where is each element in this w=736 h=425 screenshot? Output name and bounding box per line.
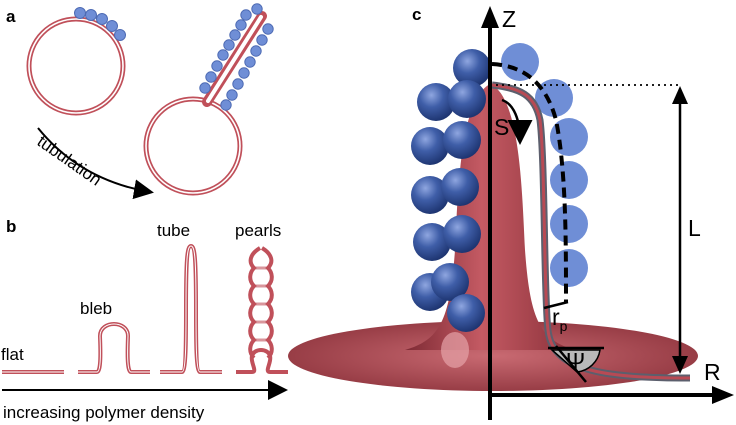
z-label: Z xyxy=(502,6,516,32)
membrane-tube xyxy=(202,11,267,107)
polymer-backbone-dashed xyxy=(491,62,568,303)
panel-b: b flat bleb tube pearls increasing polym… xyxy=(1,217,288,422)
polymer-beads-tube xyxy=(199,3,274,111)
shape-pearls xyxy=(236,246,288,374)
panel-c: c xyxy=(288,5,734,420)
polymer-beads-2d xyxy=(501,43,588,287)
psi-angle-marker xyxy=(548,345,604,383)
rp-main: r xyxy=(552,304,560,330)
psi-label: Ψ xyxy=(566,348,585,374)
shape-bleb xyxy=(78,322,150,374)
tubulation-arrow xyxy=(37,127,154,200)
label-bleb: bleb xyxy=(80,299,112,318)
rp-label: rp xyxy=(552,304,568,334)
rp-marker xyxy=(543,300,569,310)
polymer-beads-left xyxy=(74,7,126,41)
s-label: S xyxy=(494,114,509,140)
panel-a: a xyxy=(6,3,274,200)
density-label: increasing polymer density xyxy=(3,403,205,422)
panel-b-letter: b xyxy=(6,217,16,236)
tubulation-label: tubulation xyxy=(34,132,105,190)
shape-tube xyxy=(160,243,222,374)
panel-a-letter: a xyxy=(6,7,16,26)
polymer-spheres-3d xyxy=(411,49,491,332)
label-tube: tube xyxy=(157,221,190,240)
r-label: R xyxy=(704,359,721,385)
l-label: L xyxy=(688,215,701,241)
label-pearls: pearls xyxy=(235,221,281,240)
panel-c-letter: c xyxy=(412,5,421,24)
label-flat: flat xyxy=(1,345,24,364)
s-arrow xyxy=(501,98,533,145)
rp-subscript: p xyxy=(560,318,568,334)
